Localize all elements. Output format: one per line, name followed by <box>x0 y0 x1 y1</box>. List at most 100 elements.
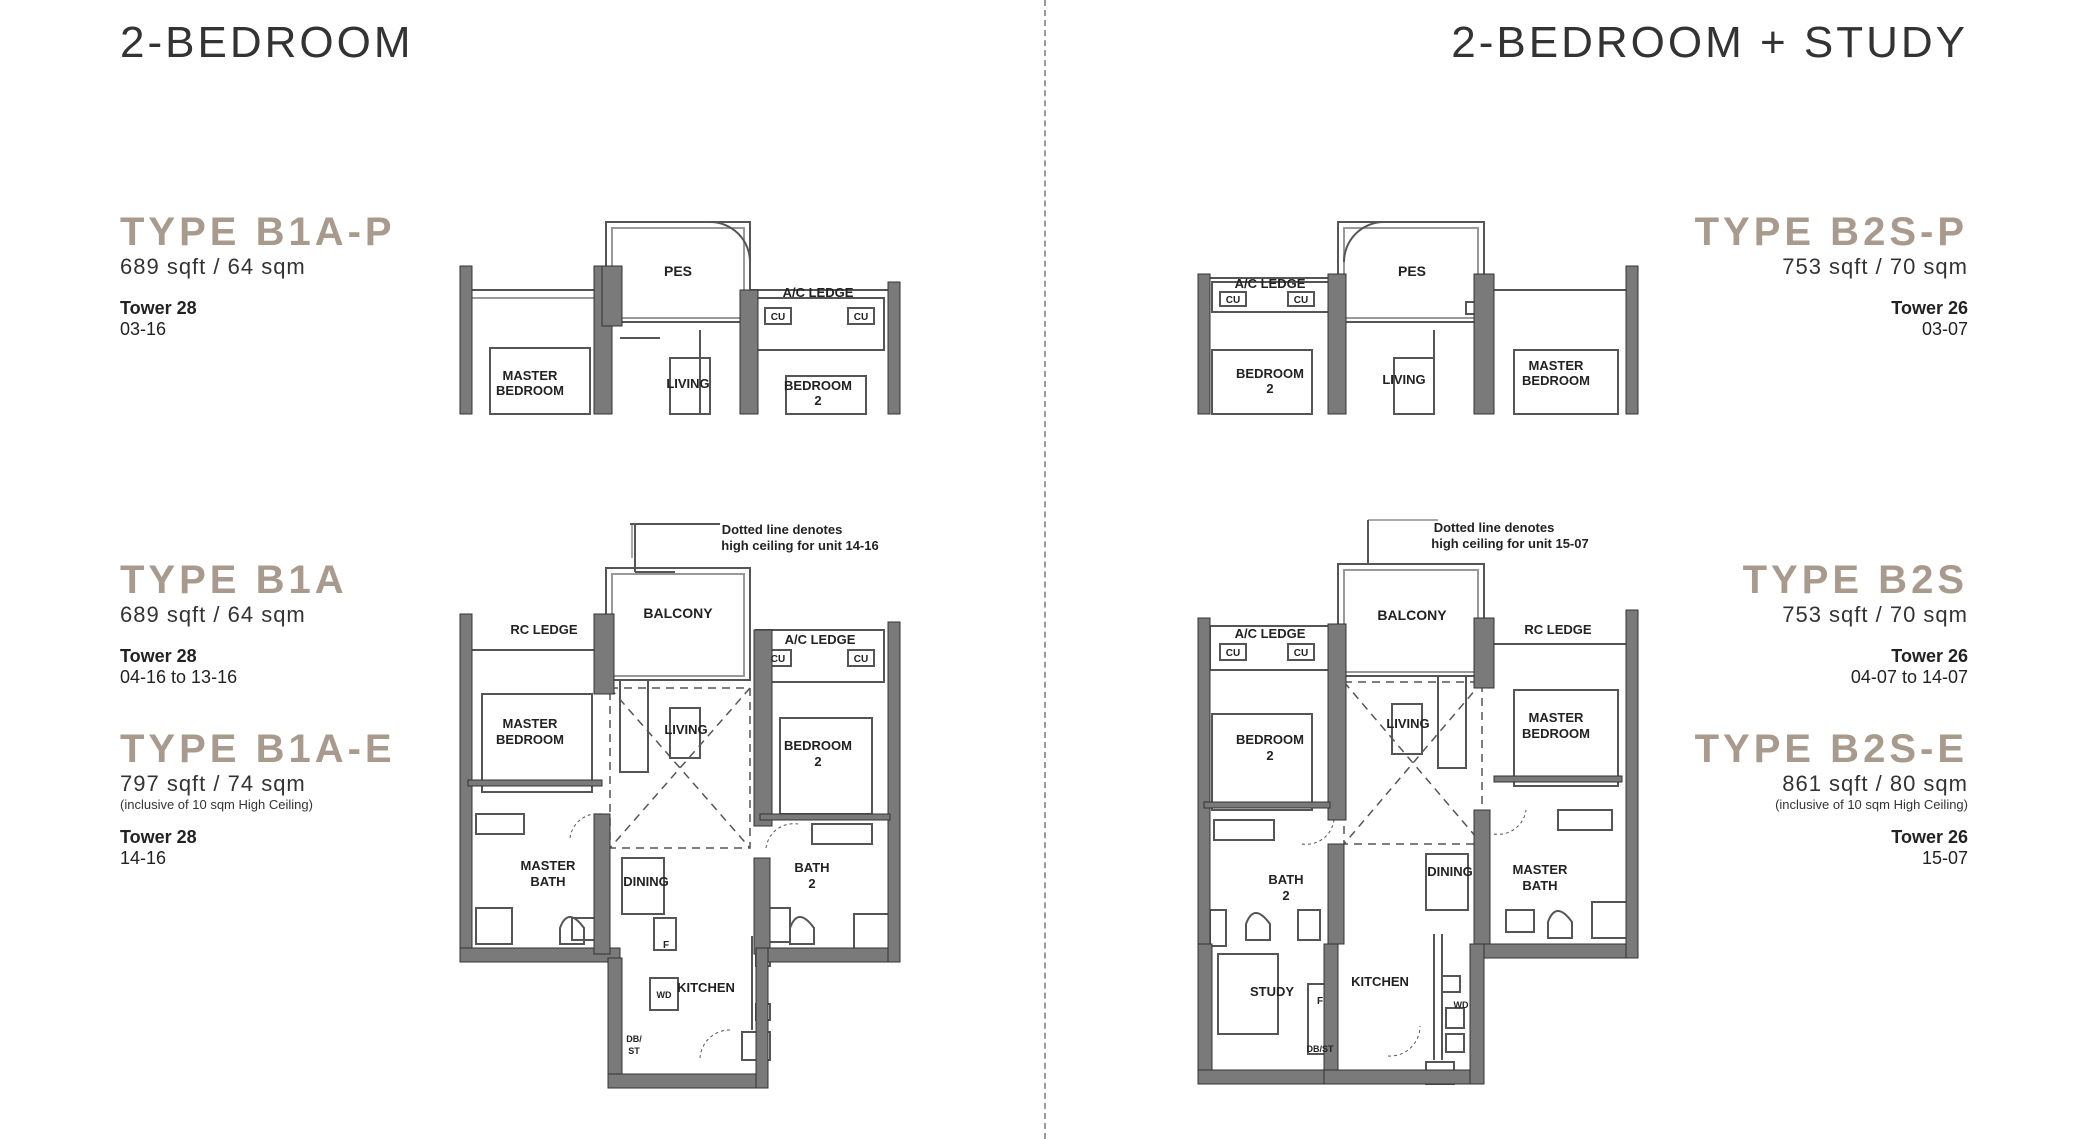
room-label-cu: CU <box>771 654 785 665</box>
room-label-living: LIVING <box>666 376 709 391</box>
tower-label: Tower 28 <box>120 646 197 666</box>
room-label-bedroom: BEDROOM <box>784 738 852 753</box>
room-label-living: LIVING <box>1386 716 1429 731</box>
type-b1a-info: TYPE B1A 689 sqft / 64 sqm Tower 28 04-1… <box>120 560 480 688</box>
room-label-master-bedroom: BEDROOM <box>496 383 564 398</box>
room-label-fridge: F <box>663 940 669 951</box>
floor-plan-b2s-p: PES A/C LEDGE CU CU BEDROOM 2 LIVING MAS… <box>1197 218 1639 415</box>
floor-plan-b1a-p: PES A/C LEDGE CU CU MASTER BEDROOM LIVIN… <box>459 218 901 415</box>
room-label-ac-ledge: A/C LEDGE <box>1235 626 1306 641</box>
type-b2s-e-info: TYPE B2S-E 861 sqft / 80 sqm (inclusive … <box>1608 729 1968 869</box>
unit-range: 15-07 <box>1921 848 1968 868</box>
room-label-master: MASTER <box>503 368 559 383</box>
room-label-pes: PES <box>1398 263 1426 279</box>
room-label-st: ST <box>628 1046 640 1056</box>
room-label-bedroom: BEDROOM <box>1236 366 1304 381</box>
room-label-master: MASTER <box>1529 710 1585 725</box>
unit-range: 04-07 to 14-07 <box>1850 667 1968 687</box>
room-label-bedroom-no: 2 <box>1266 381 1273 396</box>
type-name: TYPE B1A <box>120 558 348 602</box>
tower-label: Tower 28 <box>120 298 197 318</box>
section-title-2-bedroom: 2-BEDROOM <box>120 18 414 67</box>
room-label-cu: CU <box>854 312 868 323</box>
room-label-bath-no: 2 <box>1282 888 1289 903</box>
room-label-ac-ledge: A/C LEDGE <box>785 632 856 647</box>
room-label-ac-ledge: A/C LEDGE <box>783 285 854 300</box>
type-size: 689 sqft / 64 sqm <box>120 602 306 627</box>
type-name: TYPE B2S-E <box>1694 727 1968 771</box>
room-label-master-bedroom: BEDROOM <box>1522 726 1590 741</box>
unit-range: 03-16 <box>120 319 167 339</box>
room-label-balcony: BALCONY <box>1377 607 1447 623</box>
room-label-study: STUDY <box>1250 984 1294 999</box>
room-label-balcony: BALCONY <box>643 605 713 621</box>
room-label-master-bath: BATH <box>530 874 565 889</box>
unit-range: 04-16 to 13-16 <box>120 667 238 687</box>
room-label-cu: CU <box>1294 295 1308 306</box>
room-label-master: MASTER <box>521 858 577 873</box>
room-label-pes: PES <box>664 263 692 279</box>
room-label-cu: CU <box>1226 648 1240 659</box>
type-name: TYPE B2S-P <box>1694 210 1968 254</box>
room-label-bath: BATH <box>794 860 829 875</box>
type-size: 753 sqft / 70 sqm <box>1782 602 1968 627</box>
room-label-master: MASTER <box>1529 358 1585 373</box>
tower-label: Tower 26 <box>1891 827 1968 847</box>
type-size: 689 sqft / 64 sqm <box>120 254 306 279</box>
floor-plan-b1a: Dotted line denotes high ceiling for uni… <box>459 518 901 1089</box>
type-b1a-e-info: TYPE B1A-E 797 sqft / 74 sqm (inclusive … <box>120 729 480 869</box>
room-label-dbst: DB/ST <box>1307 1044 1335 1054</box>
room-label-dining: DINING <box>623 874 669 889</box>
unit-range: 14-16 <box>120 848 167 868</box>
room-label-cu: CU <box>854 654 868 665</box>
room-label-master: MASTER <box>503 716 559 731</box>
room-label-wd: WD <box>657 990 672 1000</box>
tower-label: Tower 28 <box>120 827 197 847</box>
type-size: 797 sqft / 74 sqm <box>120 771 306 796</box>
type-name: TYPE B1A-P <box>120 210 396 254</box>
type-note: (inclusive of 10 sqm High Ceiling) <box>1775 797 1968 812</box>
room-label-living: LIVING <box>664 722 707 737</box>
room-label-rc-ledge: RC LEDGE <box>1524 622 1592 637</box>
type-b2s-info: TYPE B2S 753 sqft / 70 sqm Tower 26 04-0… <box>1608 560 1968 688</box>
room-label-master-bath: BATH <box>1522 878 1557 893</box>
type-size: 753 sqft / 70 sqm <box>1782 254 1968 279</box>
room-label-bath-no: 2 <box>808 876 815 891</box>
section-title-2-bedroom-study: 2-BEDROOM + STUDY <box>1451 18 1968 67</box>
unit-range: 03-07 <box>1921 319 1968 339</box>
room-label-master-bedroom: BEDROOM <box>1522 373 1590 388</box>
type-name: TYPE B1A-E <box>120 727 396 771</box>
room-label-living: LIVING <box>1382 372 1425 387</box>
room-label-wd: WD <box>1454 1000 1469 1010</box>
room-label-db: DB/ <box>626 1034 642 1044</box>
room-label-fridge: F <box>1317 996 1323 1007</box>
room-label-cu: CU <box>771 312 785 323</box>
tower-label: Tower 26 <box>1891 298 1968 318</box>
tower-label: Tower 26 <box>1891 646 1968 666</box>
page-divider <box>1044 0 1046 1139</box>
room-label-bedroom-no: 2 <box>814 754 821 769</box>
type-name: TYPE B2S <box>1742 558 1968 602</box>
room-label-ac-ledge: A/C LEDGE <box>1235 276 1306 291</box>
room-label-cu: CU <box>1294 648 1308 659</box>
room-label-bedroom-no: 2 <box>1266 748 1273 763</box>
type-size: 861 sqft / 80 sqm <box>1782 771 1968 796</box>
room-label-kitchen: KITCHEN <box>677 980 735 995</box>
room-label-bath: BATH <box>1268 872 1303 887</box>
type-b2s-p-info: TYPE B2S-P 753 sqft / 70 sqm Tower 26 03… <box>1608 212 1968 340</box>
floor-plan-b2s: Dotted line denotes high ceiling for uni… <box>1197 514 1639 1085</box>
ceiling-note-line-1: Dotted line denotes <box>1434 520 1555 535</box>
type-b1a-p-info: TYPE B1A-P 689 sqft / 64 sqm Tower 28 03… <box>120 212 480 340</box>
ceiling-note-line-2: high ceiling for unit 14-16 <box>721 538 878 553</box>
room-label-bedroom: BEDROOM <box>1236 732 1304 747</box>
room-label-dining: DINING <box>1427 864 1473 879</box>
room-label-bedroom: BEDROOM <box>784 378 852 393</box>
room-label-kitchen: KITCHEN <box>1351 974 1409 989</box>
ceiling-note-line-2: high ceiling for unit 15-07 <box>1431 536 1588 551</box>
room-label-master-bedroom: BEDROOM <box>496 732 564 747</box>
room-label-bedroom-no: 2 <box>814 393 821 408</box>
room-label-cu: CU <box>1226 295 1240 306</box>
room-label-master: MASTER <box>1513 862 1569 877</box>
type-note: (inclusive of 10 sqm High Ceiling) <box>120 797 313 812</box>
room-label-rc-ledge: RC LEDGE <box>510 622 578 637</box>
